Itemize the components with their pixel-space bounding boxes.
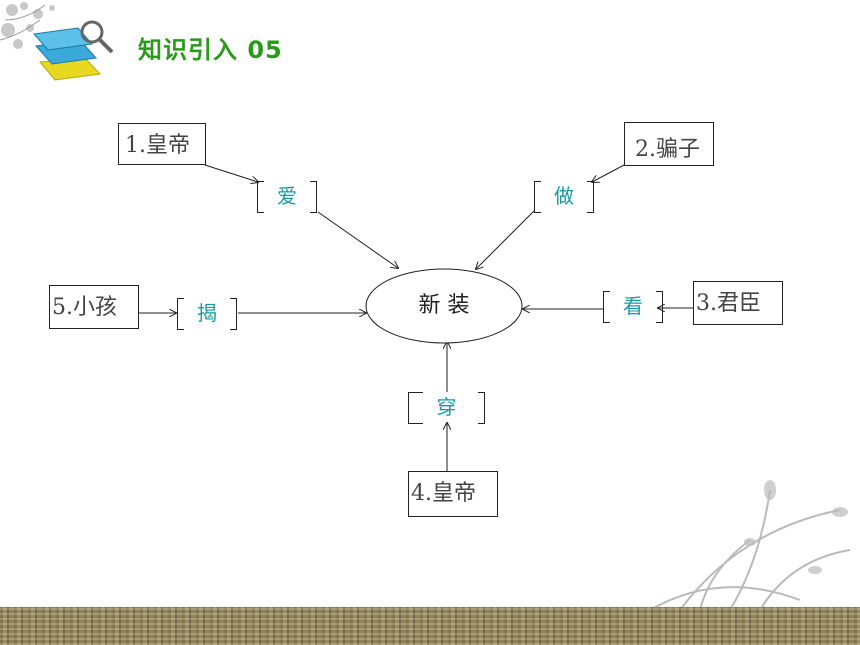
ground-texture xyxy=(0,607,860,645)
center-ellipse xyxy=(365,268,523,344)
flower-decoration-icon xyxy=(0,2,55,49)
orchid-decoration-icon xyxy=(649,480,851,611)
node-emperor-1: 1.皇帝 xyxy=(118,123,206,165)
page-title: 知识引入 05 xyxy=(138,36,283,64)
node-ministers: 3.君臣 xyxy=(693,281,783,325)
verb-look: 看 xyxy=(603,291,663,323)
center-node: 新 装 xyxy=(418,293,470,318)
verb-make: 做 xyxy=(534,181,594,213)
node-child: 5.小孩 xyxy=(49,285,139,329)
verb-love: 爱 xyxy=(257,181,317,213)
book-magnifier-icon xyxy=(33,20,114,81)
verb-reveal: 揭 xyxy=(177,298,237,330)
node-swindlers: 2.骗子 xyxy=(624,122,714,166)
verb-wear: 穿 xyxy=(408,392,485,424)
node-emperor-4: 4.皇帝 xyxy=(408,471,498,517)
